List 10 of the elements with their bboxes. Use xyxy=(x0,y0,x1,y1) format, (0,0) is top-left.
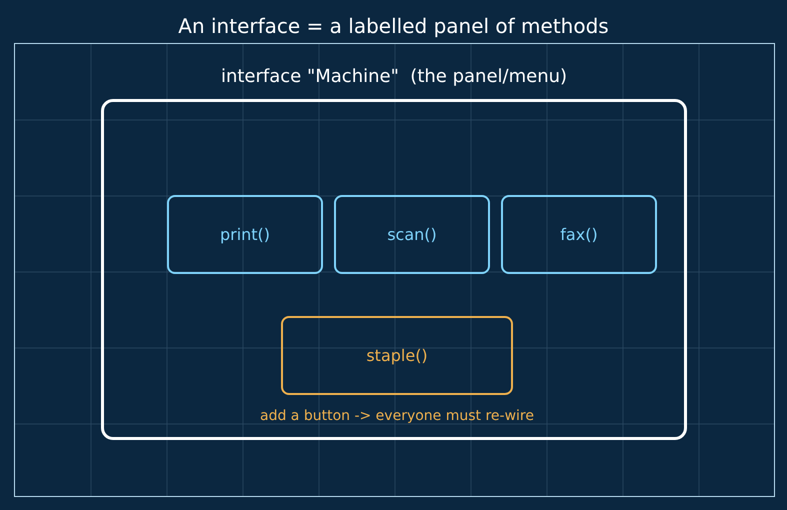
method-name: print() xyxy=(220,224,270,246)
method-name: staple() xyxy=(366,344,428,366)
diagram-title: An interface = a labelled panel of methods xyxy=(177,13,610,40)
method-name: fax() xyxy=(560,224,598,246)
method-box xyxy=(167,195,323,274)
panel-heading: interface "Machine" (the panel/menu) xyxy=(220,65,568,89)
note-text: add a button -> everyone must re-wire xyxy=(260,407,534,426)
method-name: scan() xyxy=(387,224,437,246)
method-box xyxy=(501,195,657,274)
method-box xyxy=(334,195,490,274)
